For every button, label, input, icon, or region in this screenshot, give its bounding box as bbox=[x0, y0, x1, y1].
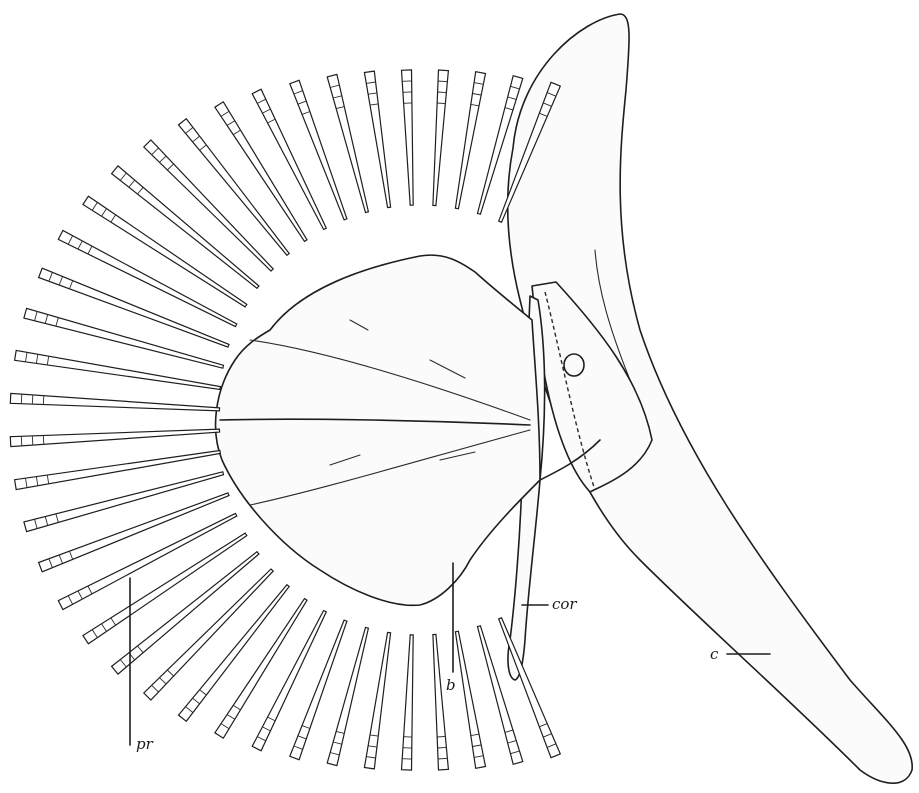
fin-ray bbox=[364, 71, 390, 208]
fin-ray bbox=[252, 611, 326, 751]
fin-ray bbox=[455, 631, 485, 768]
fin-ray bbox=[10, 393, 219, 411]
label-b: b bbox=[446, 676, 456, 694]
label-cor: cor bbox=[552, 595, 577, 613]
fin-ray-segment bbox=[32, 395, 33, 404]
fin-ray-segment bbox=[32, 436, 33, 445]
fin-ray-segment bbox=[437, 103, 445, 104]
fin-ray-segment bbox=[438, 747, 447, 748]
fin-ray bbox=[10, 429, 219, 447]
fin-ray bbox=[433, 70, 449, 206]
basal-plate bbox=[216, 255, 540, 605]
fin-ray bbox=[364, 632, 390, 769]
fin-ray-segment bbox=[43, 436, 44, 445]
fin-ray bbox=[402, 635, 414, 770]
fin-ray bbox=[252, 89, 326, 229]
fin-ray-segment bbox=[437, 736, 445, 737]
label-c: c bbox=[710, 645, 719, 663]
fin-ray-segment bbox=[43, 396, 44, 405]
fin-ray bbox=[433, 634, 449, 770]
fin-ray-segment bbox=[21, 394, 22, 404]
fin-ray bbox=[455, 72, 485, 209]
label-pr: pr bbox=[136, 735, 154, 753]
fin-ray bbox=[402, 70, 414, 205]
fin-ray-segment bbox=[21, 436, 22, 446]
fin-ray-segment bbox=[438, 92, 447, 93]
